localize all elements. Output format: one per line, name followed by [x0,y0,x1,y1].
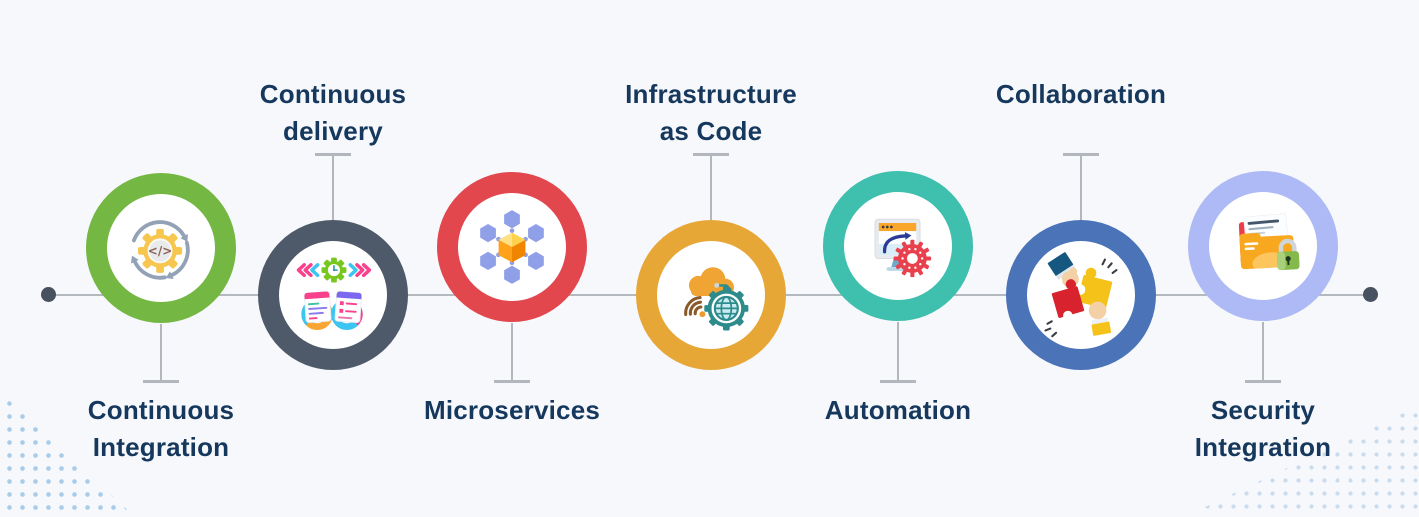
microservices-cube-network-icon [480,210,544,284]
timeline-endpoint-dot-left [41,287,56,302]
connector-cap [1063,153,1099,156]
node-circle-microservices [437,172,587,322]
connector-line [1080,155,1082,221]
connector-line [511,323,513,380]
node-circle-continuous-delivery [258,220,408,370]
node-circle-infrastructure-as-code [636,220,786,370]
infrastructure-as-code-cloud-gear-icon [684,267,749,331]
connector-cap [143,380,179,383]
node-label-automation: Automation [824,395,972,425]
connector-cap [880,380,916,383]
node-label-continuous-integration: Continuous Integration [87,395,235,462]
continuous-delivery-pipeline-icon [296,257,372,330]
node-circle-security-integration [1188,171,1338,321]
node-label-continuous-delivery: Continuous delivery [259,79,407,146]
connector-line [160,324,162,380]
node-circle-collaboration [1006,220,1156,370]
connector-cap [1245,380,1281,383]
connector-line [897,322,899,380]
connector-cap [494,380,530,383]
connector-line [1262,322,1264,380]
node-label-collaboration: Collaboration [995,79,1167,109]
connector-cap [315,153,351,156]
node-label-infrastructure-as-code: Infrastructure as Code [625,79,797,146]
security-integration-folder-lock-icon [1238,213,1300,271]
node-label-security-integration: Security Integration [1194,395,1332,462]
node-circle-automation [823,171,973,321]
connector-line [332,155,334,221]
connector-line [710,155,712,221]
collaboration-puzzle-hands-icon [1044,252,1118,338]
continuous-integration-cycle-gear-icon: </> [130,220,190,280]
node-label-microservices: Microservices [423,395,601,425]
svg-text:</>: </> [148,244,172,258]
node-circle-continuous-integration: </> [86,173,236,323]
connector-cap [693,153,729,156]
timeline-endpoint-dot-right [1363,287,1378,302]
automation-monitor-gear-icon [874,218,932,278]
